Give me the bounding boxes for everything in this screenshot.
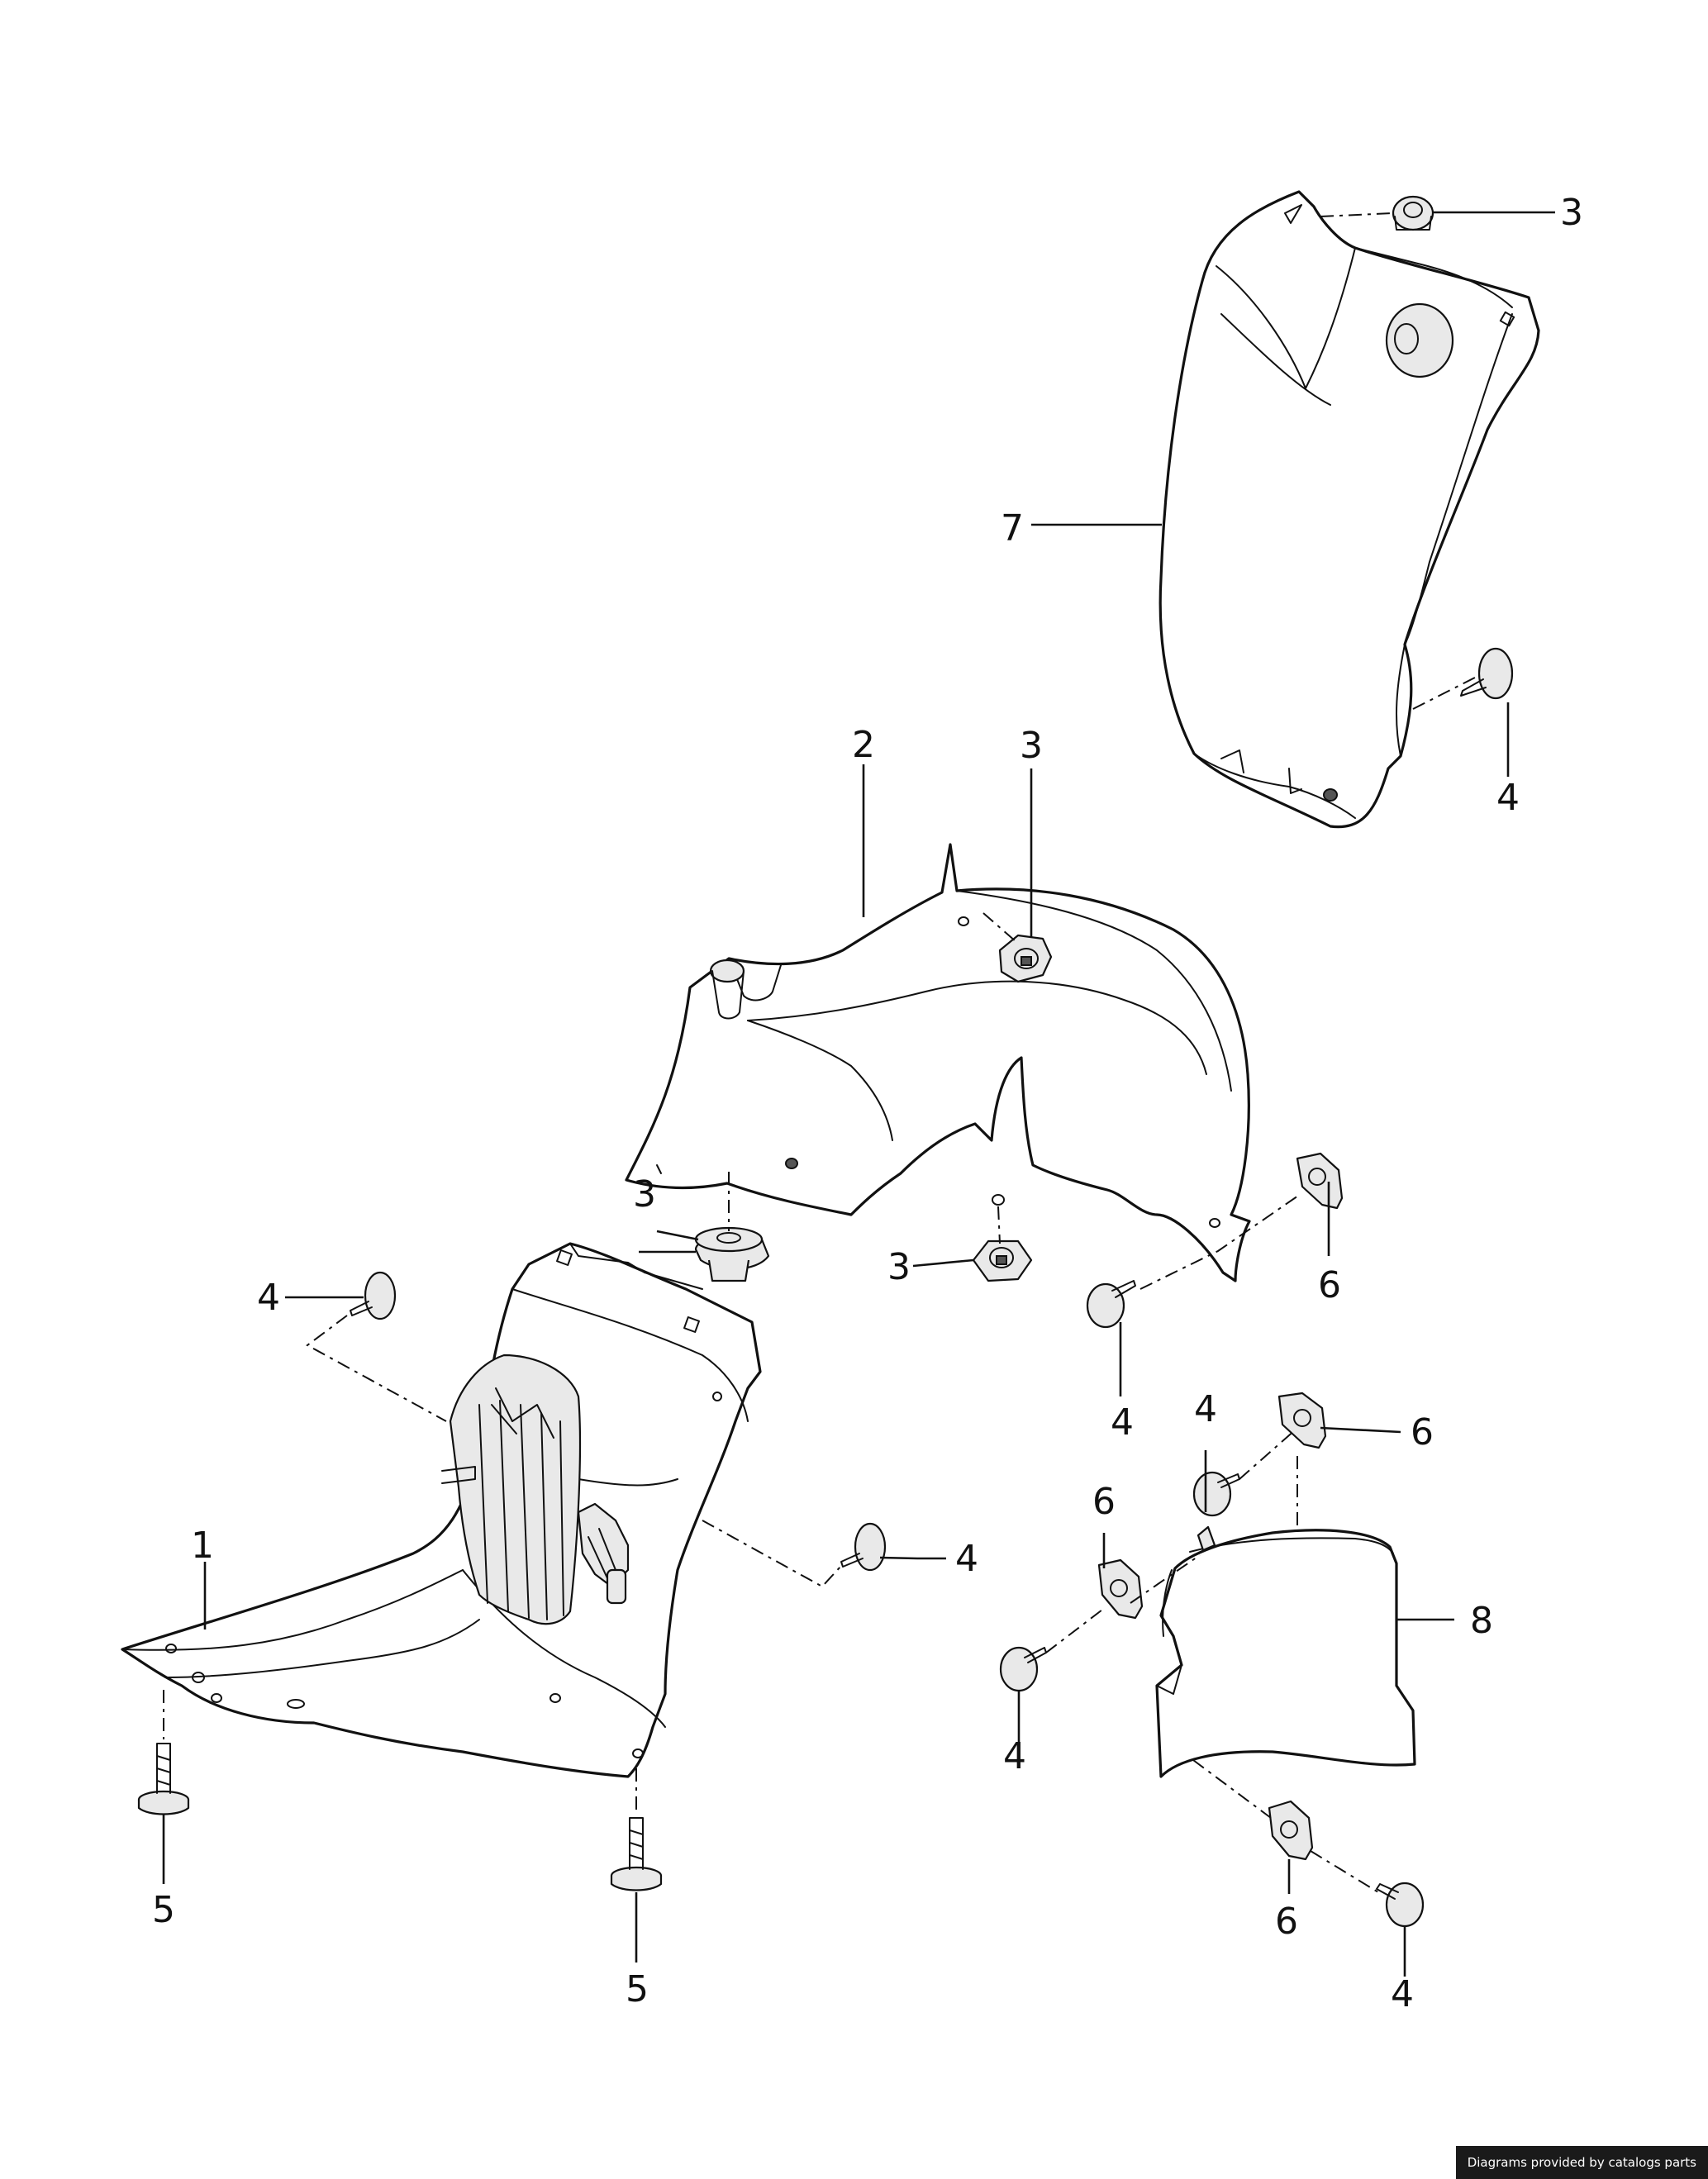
callout-6-upper: 6 [1318, 1264, 1341, 1306]
screw-4-left [350, 1271, 397, 1320]
callout-3-top-right: 3 [1560, 192, 1583, 234]
callout-5-right: 5 [626, 1968, 649, 2010]
part-8-liner-trim [1155, 1525, 1416, 1778]
callout-4-lower-right: 4 [1391, 1973, 1414, 2015]
bolt-5-right [610, 1817, 663, 1891]
callout-3-upper: 3 [1020, 725, 1043, 767]
callout-3-middle-right: 3 [887, 1246, 911, 1288]
nut-3-top-right [1392, 195, 1434, 231]
callout-6-bottom: 6 [1275, 1901, 1298, 1943]
screw-4-lower-right [1376, 1882, 1425, 1928]
callout-4-left: 4 [257, 1277, 280, 1319]
part-2-front-liner-upper [625, 843, 1251, 1282]
clip-nut-6-left [1097, 1558, 1144, 1620]
leader-lines [162, 211, 1555, 1977]
nut-3-middle-right [972, 1239, 1033, 1282]
callout-8: 8 [1470, 1600, 1493, 1642]
callout-7: 7 [1001, 507, 1024, 550]
clip-nut-6-bottom [1268, 1800, 1314, 1861]
bolt-5-left [137, 1743, 190, 1815]
callout-6-left: 6 [1092, 1481, 1116, 1523]
clip-nut-6-upper [1296, 1152, 1344, 1210]
callout-labels: 1 2 3 3 3 3 4 4 4 4 4 4 4 5 5 6 6 6 6 7 … [152, 192, 1583, 2015]
clip-nut-6-right [1277, 1392, 1327, 1449]
callout-3-middle-left: 3 [633, 1173, 656, 1216]
screw-4-middle [1086, 1280, 1136, 1329]
screw-4-right-upper [1192, 1471, 1240, 1517]
part-1-front-liner-lower [121, 1242, 762, 1778]
nut-3-upper [998, 934, 1053, 983]
screw-4-top-right [1460, 647, 1514, 700]
callout-4-right-upper: 4 [1194, 1388, 1217, 1430]
assembly-lines [163, 212, 1476, 1893]
part-7-rear-liner [1158, 190, 1540, 829]
nut-3-middle-left [694, 1226, 770, 1282]
callout-2: 2 [852, 724, 875, 766]
callout-4-center: 4 [955, 1538, 978, 1580]
callout-1: 1 [191, 1525, 214, 1567]
callout-6-right: 6 [1411, 1411, 1434, 1453]
callout-4-top-right: 4 [1496, 777, 1520, 819]
credit-badge: Diagrams provided by catalogs parts [1455, 2146, 1708, 2179]
screw-4-lower-left [999, 1646, 1047, 1692]
screw-4-center [840, 1522, 887, 1572]
callout-4-middle: 4 [1111, 1401, 1134, 1444]
callout-5-left: 5 [152, 1889, 175, 1931]
callout-4-lower-left: 4 [1003, 1735, 1026, 1777]
